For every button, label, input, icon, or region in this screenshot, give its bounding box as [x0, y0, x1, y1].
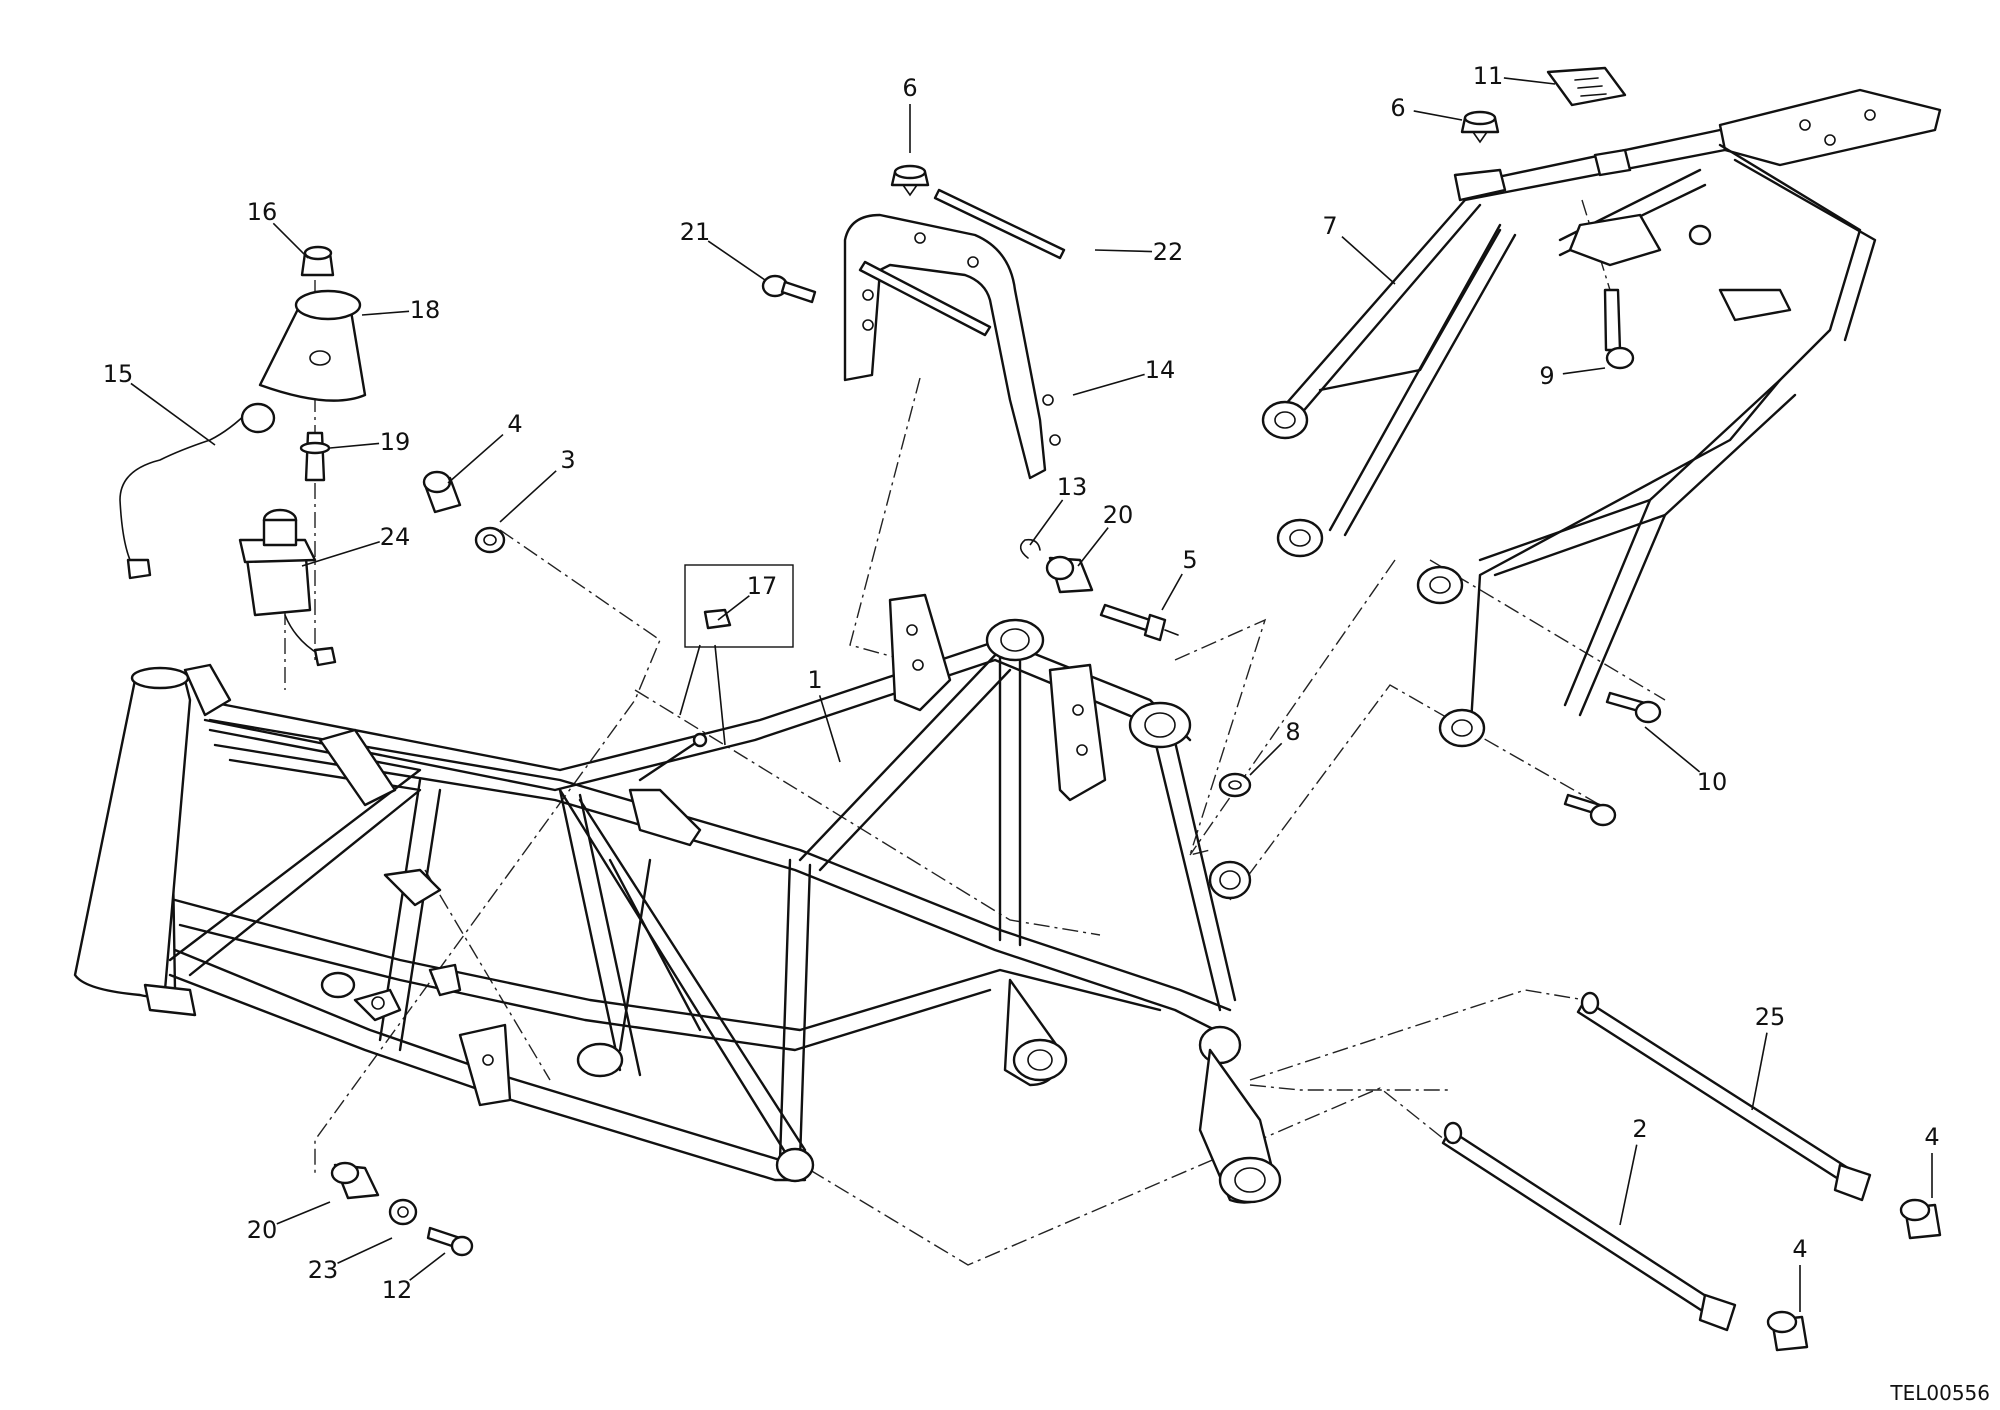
callout-c22: 22 [1094, 238, 1184, 266]
callout-leader-line [272, 222, 309, 259]
callout-leader-line [409, 1252, 446, 1281]
callout-label: 3 [560, 446, 575, 474]
callout-c1: 1 [807, 666, 841, 763]
callout-label: 19 [380, 428, 411, 456]
callout-leader-line [130, 382, 216, 446]
callout-c20a: 20 [1077, 501, 1134, 567]
callout-c4b: 4 [1924, 1123, 1940, 1198]
callout-c12: 12 [382, 1252, 446, 1304]
callout-leader-line [707, 240, 766, 281]
callout-leader-line [499, 470, 557, 523]
rear-subframe-part [1261, 88, 1942, 748]
ignition-parts [119, 245, 367, 667]
callout-c9: 9 [1539, 362, 1606, 390]
callout-leader-line [301, 540, 380, 567]
callout-label: 8 [1285, 718, 1300, 746]
callout-label: 16 [247, 198, 278, 226]
callout-leader-line [361, 310, 410, 316]
main-frame-part [73, 593, 1282, 1204]
callout-label: 6 [902, 74, 917, 102]
callout-label: 12 [382, 1276, 413, 1304]
callout-c14: 14 [1072, 356, 1176, 396]
callout-leader-line [329, 442, 380, 449]
callout-c21: 21 [680, 218, 766, 281]
callout-c24: 24 [301, 523, 411, 567]
callout-c15: 15 [103, 360, 216, 446]
hardware-parts [330, 66, 1942, 1352]
callout-c8: 8 [1249, 718, 1301, 776]
callout-label: 4 [1924, 1123, 1939, 1151]
callout-c6a: 6 [902, 74, 918, 153]
callout-label: 13 [1057, 473, 1088, 501]
callout-leader-line [1341, 236, 1396, 285]
callout-leader-line [1751, 1032, 1768, 1111]
callout-leader-line [1413, 110, 1463, 121]
callout-c5: 5 [1161, 546, 1198, 611]
callout-label: 9 [1539, 362, 1554, 390]
callout-c20b: 20 [247, 1201, 331, 1244]
callout-c2: 2 [1619, 1115, 1648, 1226]
callout-label: 2 [1632, 1115, 1647, 1143]
callout-label: 7 [1322, 212, 1337, 240]
callout-label: 5 [1182, 546, 1197, 574]
callout-c4c: 4 [1792, 1235, 1808, 1312]
callout-c3: 3 [499, 446, 576, 523]
callout-leader-line [1161, 573, 1183, 611]
reference-code: TEL00556 [1889, 1381, 1990, 1405]
callout-label: 25 [1755, 1003, 1786, 1031]
callout-c4a: 4 [447, 410, 523, 484]
callout-c18: 18 [361, 296, 441, 324]
callout-c23: 23 [308, 1237, 393, 1284]
callout-label: 22 [1153, 238, 1184, 266]
callout-leader-line [276, 1201, 331, 1225]
callout-label: 24 [380, 523, 411, 551]
callout-leader-line [1619, 1144, 1638, 1226]
callout-c17: 17 [717, 572, 778, 621]
callout-c16: 16 [247, 198, 309, 259]
callout-leader-line [818, 695, 841, 763]
callout-leader-line [1503, 77, 1556, 85]
callout-label: 1 [807, 666, 822, 694]
callout-c25: 25 [1751, 1003, 1786, 1111]
callout-c6b: 6 [1390, 94, 1463, 122]
callout-c19: 19 [329, 428, 411, 456]
callout-leader-line [1077, 527, 1109, 567]
callout-leader-line [1562, 367, 1606, 375]
callout-label: 17 [747, 572, 778, 600]
callout-leader-line [1072, 373, 1145, 396]
callout-label: 11 [1473, 62, 1504, 90]
callout-c10: 10 [1644, 726, 1728, 796]
callout-label: 4 [507, 410, 522, 438]
callout-label: 4 [1792, 1235, 1807, 1263]
callout-label: 21 [680, 218, 711, 246]
callout-label: 20 [247, 1216, 278, 1244]
callout-c7: 7 [1322, 212, 1396, 285]
callout-label: 23 [308, 1256, 339, 1284]
callout-label: 10 [1697, 768, 1728, 796]
headlight-bracket-part [843, 188, 1066, 480]
callout-label: 18 [410, 296, 441, 324]
callout-leader-line [447, 433, 504, 484]
callout-leader-line [1249, 742, 1283, 776]
callout-label: 6 [1390, 94, 1405, 122]
callout-c11: 11 [1473, 62, 1556, 90]
callout-label: 20 [1103, 501, 1134, 529]
callout-leader-line [1644, 726, 1701, 773]
callout-c13: 13 [1029, 473, 1088, 546]
callout-label: 15 [103, 360, 134, 388]
callout-leader-line [717, 595, 750, 621]
part-callouts: 1234445667891011121314151617181920202122… [103, 62, 1940, 1312]
callout-leader-line [1094, 249, 1153, 253]
callout-leader-line [1029, 499, 1064, 546]
callout-label: 14 [1145, 356, 1176, 384]
callout-leader-line [337, 1237, 393, 1264]
